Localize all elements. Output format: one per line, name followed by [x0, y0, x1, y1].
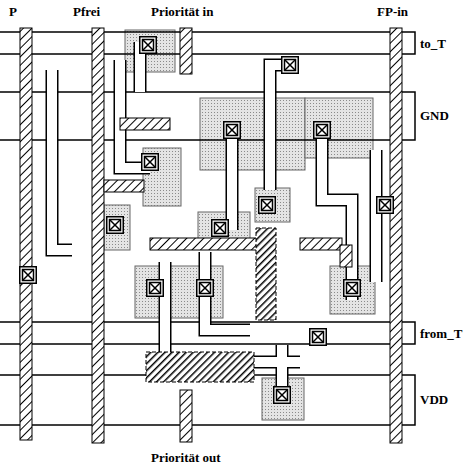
signal-label: from_T: [419, 326, 463, 341]
signal-label: VDD: [419, 392, 449, 407]
contact: [212, 220, 229, 237]
diffusion-region: [125, 30, 175, 72]
contact: [310, 329, 327, 346]
signal-label: Priorität out: [150, 450, 222, 465]
contact: [344, 280, 361, 297]
diffusion-region: [255, 188, 290, 222]
supply-rails: [0, 32, 415, 425]
contact: [282, 57, 299, 74]
contact: [140, 37, 157, 54]
diffusion-region: [104, 205, 130, 250]
contact: [377, 197, 394, 214]
pfrei-strip: [92, 28, 104, 443]
signal-label: Pfrei: [72, 4, 101, 19]
signal-label: to_T: [419, 36, 447, 51]
contact: [224, 122, 241, 139]
p-strip: [20, 28, 32, 440]
fp-in-strip: [390, 28, 402, 443]
dark-poly-region: [146, 352, 254, 382]
poly-strips: [20, 28, 402, 443]
contact: [107, 217, 124, 234]
contact: [142, 154, 159, 171]
dark-poly-region: [256, 228, 276, 320]
to-t-rail: [0, 32, 415, 54]
priority-out-strip: [180, 390, 192, 442]
priority-in-strip: [180, 28, 192, 74]
dark-poly: [146, 228, 276, 382]
poly-segment: [300, 238, 342, 250]
contact: [147, 280, 164, 297]
diffusion: [104, 30, 375, 420]
contact: [20, 267, 37, 284]
poly-segment: [104, 180, 144, 192]
poly-segment: [150, 238, 260, 250]
contact: [274, 387, 291, 404]
gnd-rail: [0, 92, 415, 140]
diffusion-region: [305, 98, 373, 158]
signal-label: GND: [419, 108, 450, 123]
contacts: [20, 37, 394, 404]
signal-label: P: [8, 4, 18, 19]
contact: [259, 197, 276, 214]
signal-label: Priorität in: [150, 4, 214, 19]
diffusion-region: [200, 98, 305, 170]
vdd-rail: [0, 375, 415, 425]
signal-label: FP-in: [376, 4, 409, 19]
poly-segment: [120, 118, 170, 130]
poly-segment: [340, 245, 352, 267]
contact: [197, 280, 214, 297]
contact: [314, 122, 331, 139]
